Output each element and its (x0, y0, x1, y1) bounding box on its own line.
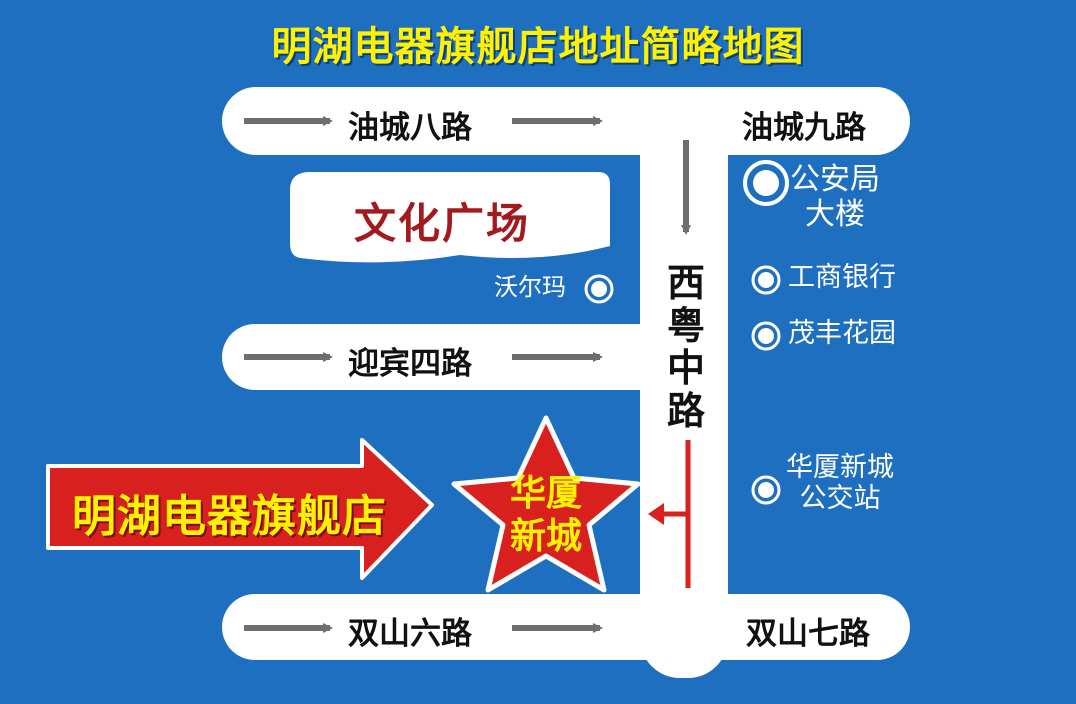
road-label-shuangshan-7: 双山七路 (746, 616, 870, 652)
star-label-huaxia: 华厦 新城 (509, 473, 582, 558)
road-label-yingbin-4: 迎宾四路 (348, 346, 472, 382)
road-label-youcheng-9: 油城九路 (742, 110, 866, 146)
landmark-maofeng-garden: 茂丰花园 (788, 318, 896, 349)
circle-marker-icon (751, 475, 781, 505)
road-yingbin-4 (222, 324, 692, 390)
circle-marker-icon (743, 160, 789, 206)
store-banner-arrow (46, 438, 434, 580)
road-xiyue-zhong (640, 100, 728, 678)
culture-square-block (290, 172, 610, 263)
landmark-huaxia-bus-stop: 华厦新城 公交站 (786, 452, 894, 515)
entrance-arrowhead-icon (648, 503, 664, 525)
landmark-police-bureau: 公安局 大楼 (790, 162, 880, 232)
road-label-youcheng-8: 油城八路 (348, 110, 472, 146)
circle-marker-icon (584, 274, 614, 304)
landmark-walmart: 沃尔玛 (494, 273, 566, 301)
star-icon (451, 415, 641, 593)
landmark-culture-square: 文化广场 (354, 199, 531, 248)
landmark-icbc: 工商银行 (788, 262, 896, 293)
circle-marker-icon (751, 321, 781, 351)
page-title: 明湖电器旗舰店地址简略地图 (271, 24, 805, 70)
road-label-shuangshan-6: 双山六路 (348, 616, 472, 652)
circle-marker-icon (751, 265, 781, 295)
road-label-xiyue-zhong: 西粤中路 (666, 261, 705, 433)
store-banner-label: 明湖电器旗舰店 (72, 491, 387, 542)
